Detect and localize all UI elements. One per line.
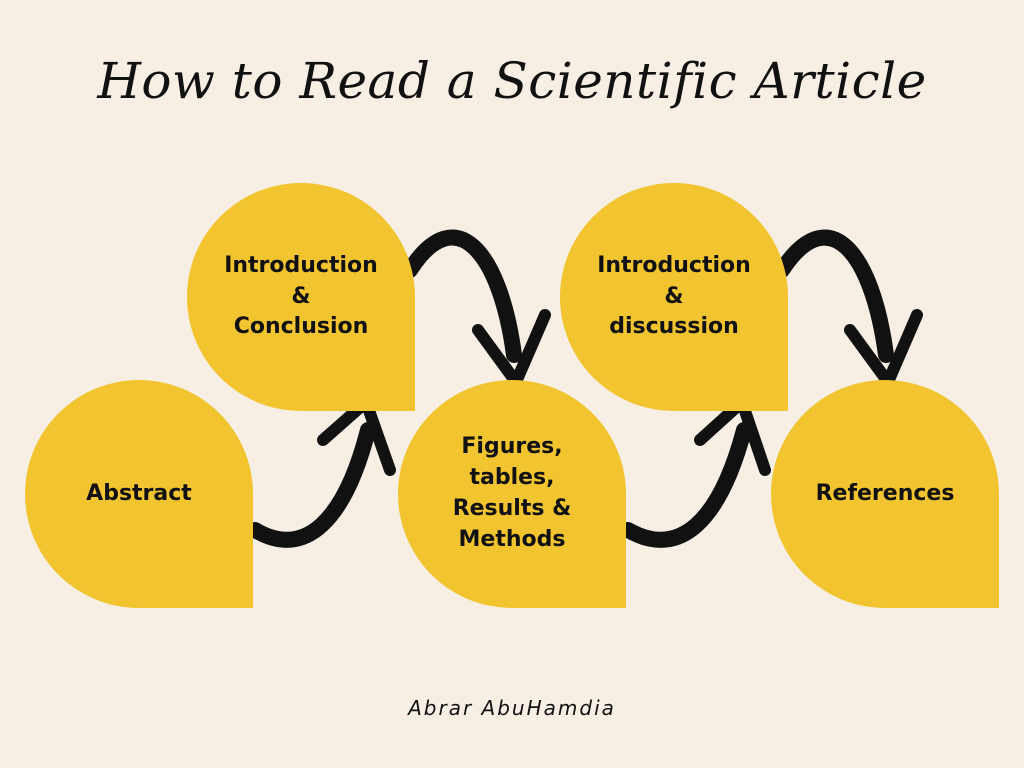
arrow-step4-to-step5 <box>774 229 923 388</box>
arrow-step2-to-step3 <box>402 229 551 388</box>
step-introduction-discussion: Introduction & discussion <box>560 183 788 411</box>
step-label: Abstract <box>86 480 192 506</box>
arrow-step1-to-step2 <box>247 396 396 548</box>
step-label: References <box>815 480 955 506</box>
step-references: References <box>771 380 999 608</box>
arrow-step3-to-step4 <box>620 396 771 548</box>
step-abstract: Abstract <box>25 380 253 608</box>
step-label: Figures, tables, Results & Methods <box>452 434 572 552</box>
step-introduction-conclusion: Introduction & Conclusion <box>187 183 415 411</box>
page-title: How to Read a Scientific Article <box>97 52 927 110</box>
author-credit: Abrar AbuHamdia <box>408 696 616 720</box>
step-label: Introduction & discussion <box>597 252 751 340</box>
step-label: Introduction & Conclusion <box>224 252 378 340</box>
step-figures-tables-results-methods: Figures, tables, Results & Methods <box>398 380 626 608</box>
